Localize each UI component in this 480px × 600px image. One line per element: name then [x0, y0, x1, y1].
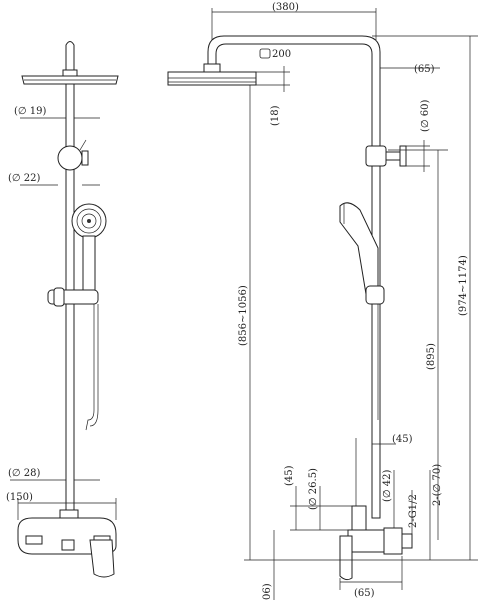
side-escutcheon	[383, 527, 403, 555]
front-head-arm-stub	[65, 41, 75, 76]
dim-valve-height: (45)	[284, 465, 295, 486]
dim-head-thickness: (18)	[270, 105, 281, 126]
dim-head-offset: (65)	[414, 64, 435, 75]
dim-total-height: (974~1174)	[458, 255, 469, 316]
dim-head-to-floor: (856~1056)	[238, 285, 249, 346]
front-mixer-lever	[89, 539, 115, 578]
dim-holder-diameter: (∅ 22)	[8, 173, 41, 184]
side-head-connector	[203, 63, 221, 73]
dim-arm-length: (380)	[272, 2, 299, 13]
front-wall-bracket	[57, 145, 83, 171]
dim-spout-projection: (65)	[354, 588, 375, 599]
front-bracket-knob	[81, 150, 89, 166]
dim-bottom-clip: 06)	[262, 583, 273, 600]
dim-connector-diameter: 2-(∅ 70)	[432, 464, 443, 506]
square-icon	[259, 48, 271, 59]
dim-inlet-diameter: (∅ 26.5)	[308, 468, 319, 510]
dim-wall-plate: (∅ 60)	[420, 99, 431, 132]
dim-escutcheon-diameter: (∅ 42)	[382, 469, 393, 502]
side-mixer-body	[347, 529, 385, 553]
dim-hose-diameter: (∅ 28)	[8, 468, 41, 479]
side-view	[167, 8, 478, 600]
front-head-connector	[62, 69, 78, 77]
dim-thread: 2-G1/2	[408, 494, 419, 528]
side-wall-bracket	[365, 145, 387, 167]
front-hand-shower-handle	[82, 235, 96, 294]
side-rain-head	[167, 71, 257, 86]
dim-rail-height: (895)	[426, 343, 437, 370]
side-shower-arm	[207, 35, 381, 151]
front-hose	[85, 304, 95, 431]
dim-valve-offset: (45)	[392, 434, 413, 445]
side-inlet-connector	[401, 533, 413, 549]
dim-rail-diameter: (∅ 19)	[14, 106, 47, 117]
side-riser-rail	[371, 147, 381, 519]
side-mixer-diverter	[351, 505, 367, 533]
dim-head-size: 200	[272, 49, 291, 60]
front-view	[10, 41, 119, 578]
front-mixer-cap-left	[25, 535, 43, 545]
side-wall-plate	[399, 145, 407, 167]
side-mixer-lever	[339, 535, 353, 581]
dim-mixer-width: (150)	[6, 492, 33, 503]
side-slide-holder	[365, 285, 385, 305]
